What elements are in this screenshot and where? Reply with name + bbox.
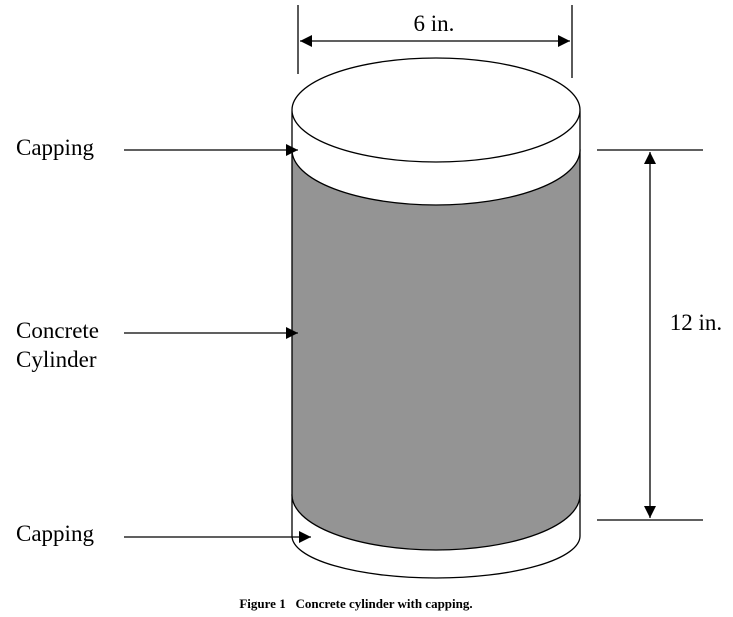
height-label: 12 in. [670, 310, 722, 335]
width-label: 6 in. [414, 11, 455, 36]
concrete-label-line1: Concrete [16, 318, 99, 343]
concrete-body [291, 149, 581, 551]
top-face [291, 57, 581, 163]
top-capping-label: Capping [16, 135, 94, 160]
bottom-capping-label: Capping [16, 521, 94, 546]
concrete-label-line2: Cylinder [16, 347, 97, 372]
figure-caption: Figure 1 Concrete cylinder with capping. [239, 596, 472, 611]
